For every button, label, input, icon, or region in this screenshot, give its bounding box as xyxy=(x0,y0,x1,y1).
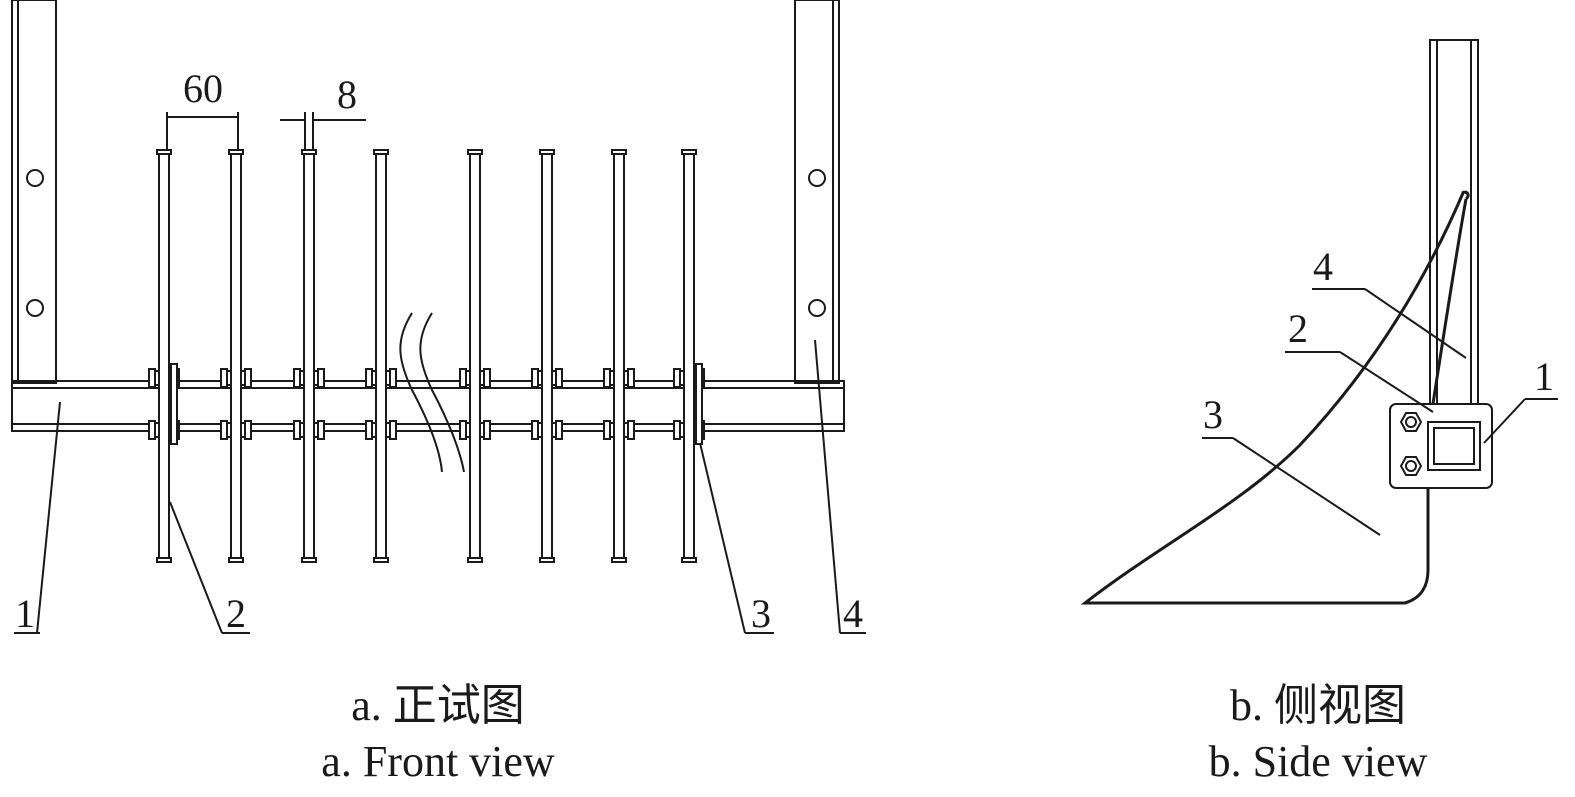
callout-2: 2 xyxy=(169,501,250,636)
side-callout-1: 1 xyxy=(1483,354,1558,444)
tine-cap xyxy=(467,149,483,155)
nut-icon xyxy=(1399,456,1423,476)
left-column xyxy=(11,0,57,384)
tine-plate xyxy=(230,149,242,563)
tine-cap xyxy=(611,557,627,563)
bolt-icon xyxy=(627,420,635,440)
bolt-icon xyxy=(483,368,491,388)
svg-text:2: 2 xyxy=(226,591,246,636)
callout-4: 4 xyxy=(814,339,866,636)
dimension-8-label: 8 xyxy=(337,72,357,117)
bolt-icon xyxy=(244,368,252,388)
tine-plate xyxy=(683,149,695,563)
tine-cap xyxy=(373,557,389,563)
tine-plate xyxy=(303,149,315,563)
tine-cap xyxy=(681,149,697,155)
dimension-spacing: 60 xyxy=(166,66,239,150)
bolt-pair xyxy=(531,420,563,440)
clamp-plate xyxy=(1389,403,1493,489)
svg-text:4: 4 xyxy=(1313,244,1333,289)
dimension-60-label: 60 xyxy=(183,66,223,111)
svg-text:1: 1 xyxy=(15,591,35,636)
tine-cap xyxy=(156,149,172,155)
tine-plate xyxy=(613,149,625,563)
tine-group xyxy=(148,149,705,563)
clamp-plate xyxy=(170,363,178,445)
nut-icon xyxy=(1399,412,1423,432)
bolt-icon xyxy=(627,368,635,388)
bolt-hole-icon xyxy=(808,169,826,187)
side-callout-4: 4 xyxy=(1312,244,1467,359)
tine-cap xyxy=(156,557,172,563)
bolt-icon xyxy=(317,420,325,440)
svg-text:2: 2 xyxy=(1288,306,1308,351)
dimension-thickness: 8 xyxy=(280,72,366,150)
bolt-icon xyxy=(317,368,325,388)
right-column xyxy=(794,0,840,384)
callout-1: 1 xyxy=(14,401,61,636)
svg-text:4: 4 xyxy=(843,591,863,636)
bolt-hole-icon xyxy=(808,299,826,317)
tine-plate xyxy=(541,149,553,563)
tine-profile xyxy=(1080,190,1470,605)
bolt-icon xyxy=(389,368,397,388)
bolt-icon xyxy=(555,368,563,388)
front-view-caption-cn: a. 正试图 xyxy=(351,681,525,730)
tine-cap xyxy=(611,149,627,155)
bolt-hole-icon xyxy=(26,299,44,317)
bolt-icon xyxy=(555,420,563,440)
front-view-caption-en: a. Front view xyxy=(321,737,555,786)
tine-cap xyxy=(539,557,555,563)
bolt-hole-icon xyxy=(26,169,44,187)
bolt-pair xyxy=(459,420,491,440)
bolt-icon xyxy=(483,420,491,440)
front-view: 60 8 1 2 3 4 xyxy=(11,0,866,786)
side-callout-2: 2 xyxy=(1285,306,1434,413)
side-view-caption-cn: b. 侧视图 xyxy=(1230,681,1406,730)
tine-cap xyxy=(539,149,555,155)
tine-cap xyxy=(301,557,317,563)
bolt-pair xyxy=(365,420,397,440)
bolt-pair xyxy=(293,420,325,440)
bolt-pair xyxy=(603,368,635,388)
tine-cap xyxy=(373,149,389,155)
side-view-caption-en: b. Side view xyxy=(1209,737,1428,786)
tine-cap xyxy=(301,149,317,155)
callout-3: 3 xyxy=(699,442,774,636)
tine-cap xyxy=(467,557,483,563)
svg-text:3: 3 xyxy=(1203,392,1223,437)
tine-plate xyxy=(469,149,481,563)
svg-text:3: 3 xyxy=(751,591,771,636)
bolt-pair xyxy=(220,368,252,388)
side-column xyxy=(1429,39,1479,409)
bolt-pair xyxy=(531,368,563,388)
tine-plate xyxy=(158,149,170,563)
bolt-icon xyxy=(389,420,397,440)
bolt-icon xyxy=(244,420,252,440)
tine-cap xyxy=(681,557,697,563)
side-view: 4 2 1 3 b. 侧视图 b. Side view xyxy=(1080,39,1558,786)
svg-text:1: 1 xyxy=(1534,354,1554,399)
side-callout-3: 3 xyxy=(1202,392,1381,536)
tine-cap xyxy=(228,557,244,563)
break-line xyxy=(419,312,465,473)
break-line xyxy=(399,312,443,473)
tine-plate xyxy=(375,149,387,563)
tine-cap xyxy=(228,149,244,155)
clamp-plate xyxy=(695,363,703,445)
bolt-pair xyxy=(603,420,635,440)
